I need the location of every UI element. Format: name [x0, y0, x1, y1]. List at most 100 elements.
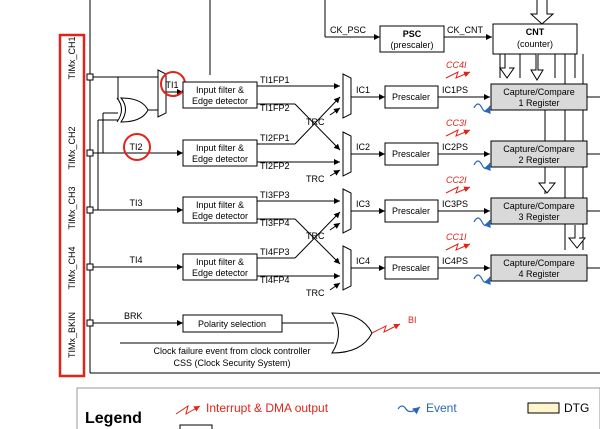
- cnt-title: CNT: [526, 27, 545, 37]
- prescaler-3: Prescaler: [384, 199, 439, 223]
- ic4-label: IC4: [356, 256, 370, 266]
- pin-bkin-square: [86, 319, 94, 327]
- legend-title: Legend: [85, 410, 142, 427]
- prescaler-2: Prescaler: [384, 142, 439, 166]
- ic2-label: IC2: [356, 142, 370, 152]
- ic3-mux: [342, 188, 352, 234]
- ti2-highlight: [123, 133, 151, 161]
- svg-text:1 Register: 1 Register: [518, 98, 559, 108]
- ti3-label: TI3: [129, 198, 142, 208]
- filter-ch1: Input filter & Edge detector: [182, 81, 258, 109]
- ic3ps-label: IC3PS: [442, 199, 468, 209]
- svg-text:Input filter &: Input filter &: [196, 85, 244, 95]
- fp-ch4-a: TI4FP3: [260, 247, 290, 257]
- pin-ch1-square: [86, 73, 94, 81]
- ti1-mux: [157, 69, 167, 118]
- clock-fail-2: CSS (Clock Security System): [173, 358, 290, 368]
- cnt-box: [492, 23, 578, 55]
- legend-dtg-label: DTG: [564, 401, 589, 415]
- svg-text:Prescaler: Prescaler: [392, 206, 430, 216]
- svg-text:Edge detector: Edge detector: [192, 154, 248, 164]
- pin-label-ch1: TIMx_CH1: [67, 36, 77, 79]
- filter-ch2: Input filter & Edge detector: [182, 139, 258, 167]
- svg-text:3 Register: 3 Register: [518, 212, 559, 222]
- ic1-label: IC1: [356, 85, 370, 95]
- ic2ps-label: IC2PS: [442, 142, 468, 152]
- cc2i-flag: CC2I: [446, 175, 467, 185]
- psc-title: PSC: [403, 29, 422, 39]
- fp-ch3-b: TI3FP4: [260, 218, 290, 228]
- xor-gate: [119, 97, 149, 123]
- filter-ch3: Input filter & Edge detector: [182, 196, 258, 224]
- ck-cnt-label: CK_CNT: [447, 25, 484, 35]
- cc-register-2: Capture/Compare 2 Register: [490, 140, 588, 168]
- bi-label: BI: [408, 315, 417, 325]
- brk-label: BRK: [124, 311, 143, 321]
- legend-dtg-swatch: [527, 402, 560, 414]
- svg-text:Input filter &: Input filter &: [196, 257, 244, 267]
- ti4-label: TI4: [129, 255, 142, 265]
- fp-ch3-a: TI3FP3: [260, 190, 290, 200]
- cc1i-flag: CC1I: [446, 232, 467, 242]
- pin-label-bkin: TIMx_BKIN: [67, 312, 77, 358]
- polarity-label: Polarity selection: [198, 319, 266, 329]
- svg-text:Capture/Compare: Capture/Compare: [503, 87, 575, 97]
- pin-ch3-square: [86, 206, 94, 214]
- svg-text:Input filter &: Input filter &: [196, 200, 244, 210]
- svg-text:Prescaler: Prescaler: [392, 149, 430, 159]
- or-gate: [331, 312, 373, 354]
- svg-text:Input filter &: Input filter &: [196, 143, 244, 153]
- ic1ps-label: IC1PS: [442, 85, 468, 95]
- trc-3: TRC: [306, 231, 325, 241]
- svg-text:Capture/Compare: Capture/Compare: [503, 144, 575, 154]
- cc3i-flag: CC3I: [446, 118, 467, 128]
- cc-register-3: Capture/Compare 3 Register: [490, 197, 588, 225]
- svg-text:Prescaler: Prescaler: [392, 263, 430, 273]
- trc-1: TRC: [306, 117, 325, 127]
- pin-label-ch3: TIMx_CH3: [67, 186, 77, 229]
- psc-box: [379, 25, 445, 53]
- legend-interrupt-icon: [175, 404, 201, 416]
- prescaler-1: Prescaler: [384, 85, 439, 109]
- svg-text:2 Register: 2 Register: [518, 155, 559, 165]
- svg-text:Capture/Compare: Capture/Compare: [503, 258, 575, 268]
- svg-text:Edge detector: Edge detector: [192, 211, 248, 221]
- svg-text:Edge detector: Edge detector: [192, 96, 248, 106]
- pin-label-ch4: TIMx_CH4: [67, 246, 77, 289]
- ic4-mux: [342, 245, 352, 291]
- cnt-top-arrow: [529, 0, 555, 25]
- fp-ch2-a: TI2FP1: [260, 133, 290, 143]
- pin-ch2-square: [86, 149, 94, 157]
- legend-event-label: Event: [426, 401, 457, 415]
- ti1-label: TI1: [165, 80, 178, 90]
- ic1-mux: [342, 73, 352, 119]
- cnt-sub: (counter): [517, 39, 553, 49]
- trc-4: TRC: [306, 288, 325, 298]
- filter-ch4: Input filter & Edge detector: [182, 253, 258, 281]
- pin-highlight-box: [58, 33, 86, 378]
- svg-text:4 Register: 4 Register: [518, 269, 559, 279]
- ic3-label: IC3: [356, 199, 370, 209]
- svg-text:Edge detector: Edge detector: [192, 268, 248, 278]
- fp-ch4-b: TI4FP4: [260, 275, 290, 285]
- ic2-mux: [342, 131, 352, 177]
- fp-ch1-b: TI1FP2: [260, 103, 290, 113]
- clock-fail-1: Clock failure event from clock controlle…: [153, 346, 310, 356]
- fp-ch2-b: TI2FP2: [260, 161, 290, 171]
- cc4i-flag: CC4I: [446, 60, 467, 70]
- ti2-label: TI2: [129, 142, 142, 152]
- legend-box: [76, 387, 600, 429]
- psc-sub: (prescaler): [390, 40, 433, 50]
- svg-text:Prescaler: Prescaler: [392, 92, 430, 102]
- trc-2: TRC: [306, 174, 325, 184]
- svg-text:Capture/Compare: Capture/Compare: [503, 201, 575, 211]
- fp-ch1-a: TI1FP1: [260, 75, 290, 85]
- ic4ps-label: IC4PS: [442, 256, 468, 266]
- pin-label-ch2: TIMx_CH2: [67, 126, 77, 169]
- cc-register-1: Capture/Compare 1 Register: [490, 83, 588, 111]
- ck-psc-label: CK_PSC: [330, 25, 367, 35]
- pin-ch4-square: [86, 263, 94, 271]
- prescaler-4: Prescaler: [384, 256, 439, 280]
- legend-interrupt-label: Interrupt & DMA output: [206, 401, 329, 415]
